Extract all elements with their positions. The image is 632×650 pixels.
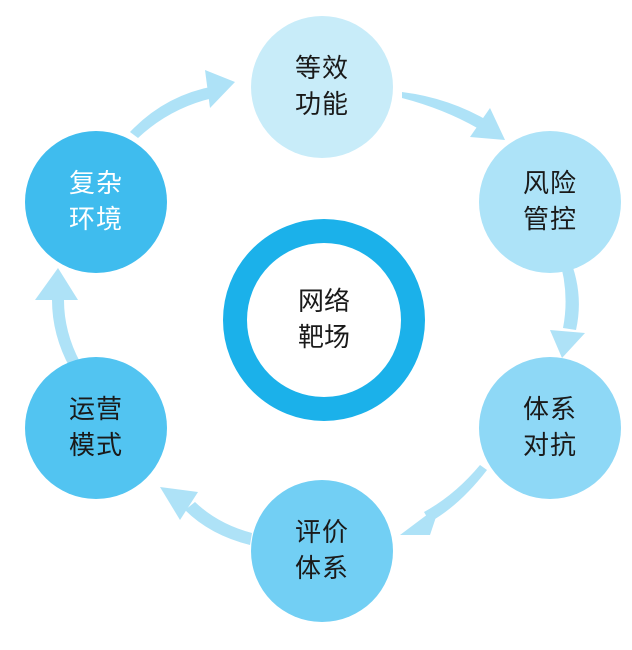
arrow-operation-to-env — [35, 268, 80, 368]
node-label-line1: 运营 — [68, 395, 123, 425]
node-label-line2: 管控 — [522, 205, 577, 235]
node-label-line2: 体系 — [294, 554, 349, 584]
arrow-evaluation-to-operation — [160, 487, 252, 545]
node-label-line1: 等效 — [294, 54, 349, 84]
node-operation-mode: 运营 模式 — [25, 357, 167, 499]
arrow-env-to-function — [130, 70, 235, 138]
node-label-line2: 对抗 — [522, 431, 577, 461]
node-label-line2: 模式 — [68, 431, 123, 461]
center-label-line1: 网络 — [297, 287, 350, 317]
node-system-confrontation: 体系 对抗 — [479, 357, 621, 499]
arrow-confrontation-to-evaluation — [400, 465, 487, 535]
node-label-line1: 风险 — [522, 169, 577, 199]
center-label-line2: 靶场 — [297, 323, 350, 353]
node-label-line2: 功能 — [294, 90, 349, 120]
arrow-function-to-risk — [402, 92, 505, 140]
node-label-line2: 环境 — [68, 205, 123, 235]
node-label-line1: 体系 — [522, 395, 577, 425]
node-label-line1: 复杂 — [68, 169, 123, 199]
center-network-range: 网络 靶场 — [223, 219, 425, 421]
node-equivalent-function: 等效 功能 — [251, 16, 393, 158]
node-evaluation-system: 评价 体系 — [251, 480, 393, 622]
node-risk-control: 风险 管控 — [479, 131, 621, 273]
node-label-line1: 评价 — [294, 518, 349, 548]
node-complex-environment: 复杂 环境 — [25, 131, 167, 273]
